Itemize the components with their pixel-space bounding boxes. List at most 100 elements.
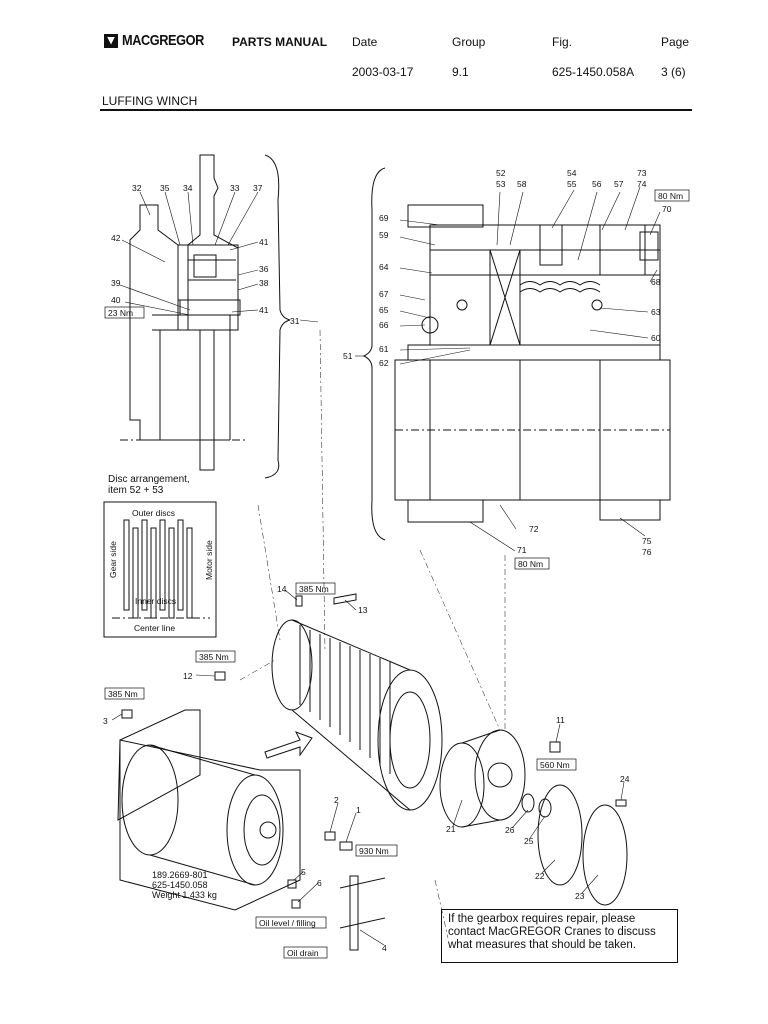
part-25 xyxy=(538,798,552,818)
item-65: 65 xyxy=(379,305,389,315)
disc-title-line1: Disc arrangement, xyxy=(108,474,190,485)
item-64: 64 xyxy=(379,262,389,272)
item-42: 42 xyxy=(111,233,121,243)
item-14: 14 xyxy=(277,584,287,594)
weight: Weight 1.433 kg xyxy=(152,890,217,900)
plug-6 xyxy=(291,899,301,909)
item-21: 21 xyxy=(446,824,456,834)
repair-note: If the gearbox requires repair, please c… xyxy=(441,909,678,963)
item-67: 67 xyxy=(379,289,389,299)
right-section-view xyxy=(362,167,671,541)
date-label: Date xyxy=(352,35,378,49)
torque-box-930 xyxy=(355,844,398,857)
item-62: 62 xyxy=(379,358,389,368)
item-39: 39 xyxy=(111,278,121,288)
logo-mark-icon xyxy=(104,33,118,48)
winch-drum xyxy=(271,619,443,811)
item-32: 32 xyxy=(132,183,142,193)
bolt-12 xyxy=(214,671,226,681)
item-12: 12 xyxy=(183,671,193,681)
item-58: 58 xyxy=(517,179,527,189)
part-26 xyxy=(521,793,535,813)
bolt-3 xyxy=(121,709,133,719)
fig-value: 625-1450.058A xyxy=(552,65,635,79)
macgregor-logo: MACGREGOR xyxy=(104,32,218,49)
torque-385-3: 385 Nm xyxy=(108,689,138,699)
item-66: 66 xyxy=(379,320,389,330)
oil-level-box xyxy=(255,916,327,929)
motor-side-label: Motor side xyxy=(204,540,214,580)
item-56: 56 xyxy=(592,179,602,189)
item-13: 13 xyxy=(358,605,368,615)
bolt-11 xyxy=(549,741,561,753)
torque-box-560 xyxy=(536,758,577,771)
item-71: 71 xyxy=(517,545,527,555)
gearbox xyxy=(439,729,526,828)
disc-arrangement-box xyxy=(103,501,217,638)
item-72: 72 xyxy=(529,524,539,534)
torque-385-12: 385 Nm xyxy=(199,652,229,662)
outer-discs-label: Outer discs xyxy=(132,508,175,518)
item-76: 76 xyxy=(642,547,652,557)
item-57: 57 xyxy=(614,179,624,189)
bolt-1 xyxy=(339,841,353,851)
date-value: 2003-03-17 xyxy=(352,65,414,79)
bolt-14 xyxy=(295,595,303,607)
disc-arrangement-title: Disc arrangement, item 52 + 53 xyxy=(108,474,218,496)
item-11: 11 xyxy=(556,715,565,725)
inner-discs-label: Inner discs xyxy=(135,596,176,606)
center-line-label: Center line xyxy=(134,623,175,633)
torque-box-385-3 xyxy=(104,687,145,700)
item-52: 52 xyxy=(496,168,506,178)
item-60: 60 xyxy=(651,333,661,343)
item-37: 37 xyxy=(253,183,263,193)
item-51: 51 xyxy=(343,351,353,361)
item-5: 5 xyxy=(301,867,306,877)
item-40: 40 xyxy=(111,295,121,305)
torque-80b: 80 Nm xyxy=(518,559,543,569)
disc-title-line2: item 52 + 53 xyxy=(108,485,164,496)
item-70: 70 xyxy=(662,204,672,214)
page-value: 3 (6) xyxy=(661,65,686,79)
item-4: 4 xyxy=(382,943,387,953)
fig-label: Fig. xyxy=(552,35,573,49)
item-41a: 41 xyxy=(259,237,269,247)
torque-box-80b xyxy=(514,557,550,570)
oil-drain-box xyxy=(283,946,328,959)
circlip-23 xyxy=(582,804,628,906)
item-33: 33 xyxy=(230,183,240,193)
item-53: 53 xyxy=(496,179,506,189)
part-number: 189.2669-801 xyxy=(152,870,208,880)
item-38: 38 xyxy=(259,278,269,288)
item-24: 24 xyxy=(620,774,630,784)
torque-23: 23 Nm xyxy=(108,308,133,318)
pin-13 xyxy=(333,593,357,605)
item-numbers: 32 35 34 33 37 42 41 36 38 39 40 41 31 5… xyxy=(103,168,672,953)
item-74: 74 xyxy=(637,179,647,189)
drawing-number: 625-1450.058 xyxy=(152,880,208,890)
item-75: 75 xyxy=(642,536,652,546)
item-2: 2 xyxy=(334,795,339,805)
washer-2 xyxy=(324,831,336,841)
key-24 xyxy=(615,799,627,807)
torque-box-385-14 xyxy=(295,582,336,595)
circlip-22 xyxy=(537,784,583,886)
oil-level-label: Oil level / filling xyxy=(259,918,316,928)
torque-80a: 80 Nm xyxy=(658,191,683,201)
plug-5 xyxy=(287,879,297,889)
doc-type: PARTS MANUAL xyxy=(232,35,328,49)
torque-930: 930 Nm xyxy=(359,846,389,856)
item-68: 68 xyxy=(651,277,661,287)
item-41b: 41 xyxy=(259,305,269,315)
item-23: 23 xyxy=(575,891,585,901)
item-69: 69 xyxy=(379,213,389,223)
oil-drain-label: Oil drain xyxy=(287,948,319,958)
torque-box-385-12 xyxy=(195,650,236,663)
torque-box-23 xyxy=(104,306,145,319)
torque-560: 560 Nm xyxy=(540,760,570,770)
item-55: 55 xyxy=(567,179,577,189)
item-1: 1 xyxy=(356,805,361,815)
torque-box-80a xyxy=(654,189,690,202)
item-63: 63 xyxy=(651,307,661,317)
item-36: 36 xyxy=(259,264,269,274)
